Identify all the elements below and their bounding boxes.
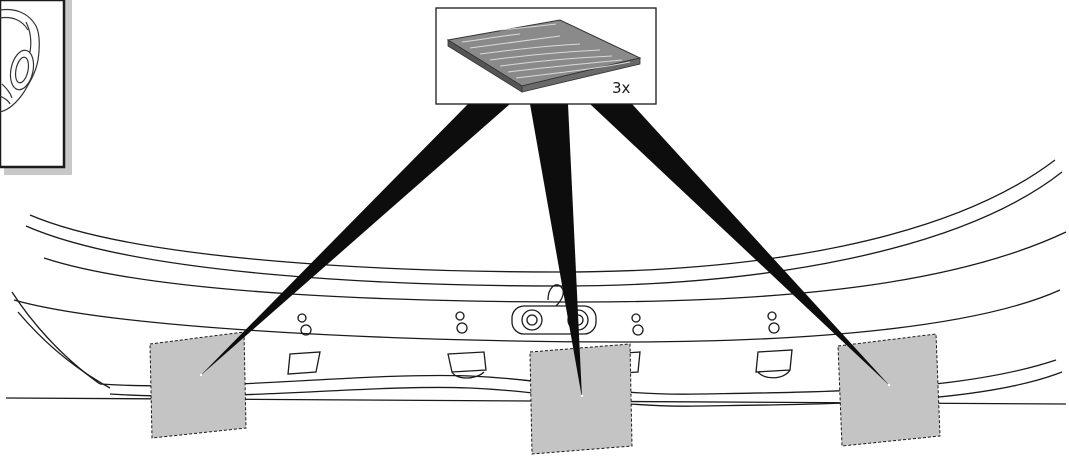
pad-placement-area bbox=[837, 333, 941, 447]
center-bracket bbox=[511, 284, 597, 335]
bumper-slots bbox=[287, 349, 793, 379]
sound-damping-pad-icon bbox=[446, 19, 642, 93]
pointer-wedges bbox=[200, 104, 890, 398]
thumbnail-frame bbox=[0, 0, 66, 169]
part-inset: 3x bbox=[435, 7, 657, 105]
quantity-label: 3x bbox=[612, 79, 631, 97]
pad-placement-area bbox=[149, 331, 247, 439]
pointer-tips bbox=[199, 373, 891, 398]
pad-placement-areas bbox=[149, 331, 941, 455]
car-front-quarter-icon bbox=[0, 8, 40, 113]
mounting-holes bbox=[297, 311, 780, 336]
pointer-wedge-left bbox=[200, 104, 510, 376]
pointer-wedge-center bbox=[530, 104, 582, 398]
pad-placement-area bbox=[529, 343, 633, 455]
vehicle-location-thumbnail bbox=[0, 0, 72, 175]
pointer-wedge-right bbox=[590, 104, 890, 386]
